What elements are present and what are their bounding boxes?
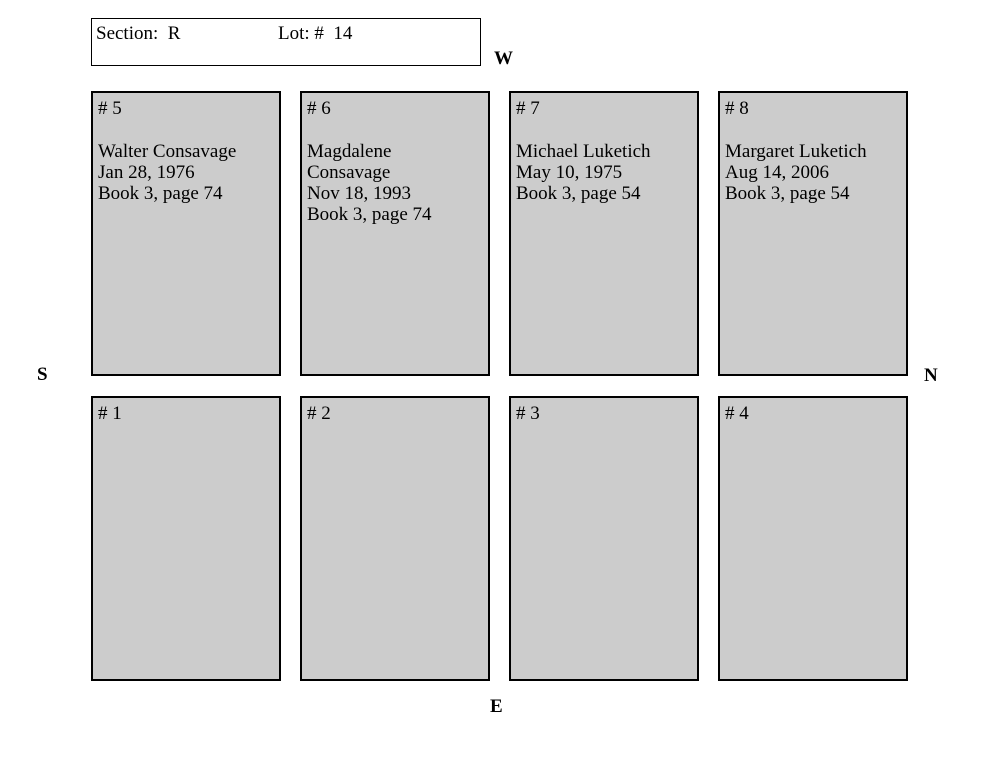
section-value: R — [167, 23, 181, 44]
burial-date: Jan 28, 1976 — [98, 162, 195, 183]
lot-field: Lot: # 14 — [278, 23, 352, 45]
plot-details: Margaret Luketich Aug 14, 2006 Book 3, p… — [725, 141, 901, 204]
plot-details: Magdalene Consavage Nov 18, 1993 Book 3,… — [307, 141, 483, 225]
occupant-name: Magdalene Consavage — [307, 141, 392, 183]
plot-number: # 7 — [516, 98, 540, 119]
occupant-name: Michael Luketich — [516, 141, 651, 162]
record-reference: Book 3, page 74 — [307, 204, 432, 225]
burial-date: Aug 14, 2006 — [725, 162, 829, 183]
record-reference: Book 3, page 74 — [98, 183, 223, 204]
compass-south: S — [37, 364, 48, 385]
compass-east: E — [490, 696, 503, 717]
section-field: Section: R — [96, 23, 180, 45]
plot-3[interactable]: # 3 — [509, 396, 699, 681]
plot-details: Walter Consavage Jan 28, 1976 Book 3, pa… — [98, 141, 274, 204]
plot-1[interactable]: # 1 — [91, 396, 281, 681]
section-lot-header: Section: R Lot: # 14 — [91, 18, 481, 66]
compass-west: W — [494, 48, 513, 69]
section-label: Section: — [96, 23, 159, 44]
plot-6[interactable]: # 6 Magdalene Consavage Nov 18, 1993 Boo… — [300, 91, 490, 376]
record-reference: Book 3, page 54 — [725, 183, 850, 204]
plot-number: # 5 — [98, 98, 122, 119]
plot-5[interactable]: # 5 Walter Consavage Jan 28, 1976 Book 3… — [91, 91, 281, 376]
plot-7[interactable]: # 7 Michael Luketich May 10, 1975 Book 3… — [509, 91, 699, 376]
plot-number: # 3 — [516, 403, 540, 424]
plot-number: # 6 — [307, 98, 331, 119]
plot-4[interactable]: # 4 — [718, 396, 908, 681]
plot-number: # 2 — [307, 403, 331, 424]
compass-north: N — [924, 365, 938, 386]
burial-date: Nov 18, 1993 — [307, 183, 411, 204]
plot-number: # 4 — [725, 403, 749, 424]
plot-number: # 1 — [98, 403, 122, 424]
plot-number: # 8 — [725, 98, 749, 119]
plot-details: Michael Luketich May 10, 1975 Book 3, pa… — [516, 141, 692, 204]
record-reference: Book 3, page 54 — [516, 183, 641, 204]
lot-value: 14 — [333, 23, 353, 44]
lot-label: Lot: # — [278, 23, 324, 44]
occupant-name: Walter Consavage — [98, 141, 237, 162]
burial-date: May 10, 1975 — [516, 162, 623, 183]
occupant-name: Margaret Luketich — [725, 141, 867, 162]
plot-2[interactable]: # 2 — [300, 396, 490, 681]
plot-8[interactable]: # 8 Margaret Luketich Aug 14, 2006 Book … — [718, 91, 908, 376]
